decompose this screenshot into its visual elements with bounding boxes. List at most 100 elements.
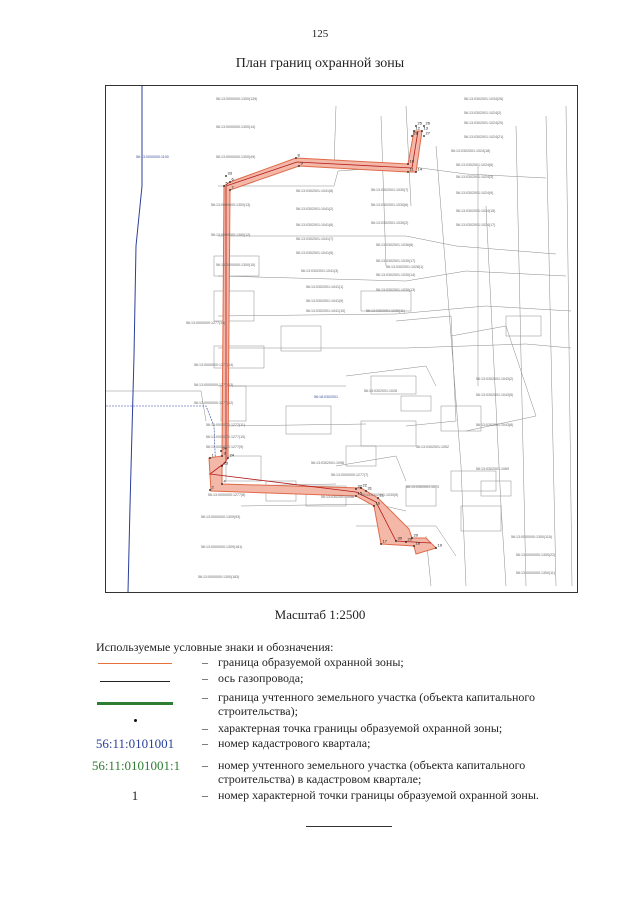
parcel-label: 56:13:0302001:1043(5) xyxy=(476,393,513,397)
point-label: 28 xyxy=(414,131,419,136)
parcel-label: 56:13:0302001:1024(3) xyxy=(456,175,493,179)
parcel-label: 56:13:0302001:1041(2) xyxy=(296,207,333,211)
protection-zone xyxy=(208,125,437,555)
point-label: 5 xyxy=(226,181,229,186)
parcel-boundary xyxy=(345,365,437,387)
characteristic-point xyxy=(415,171,417,173)
parcel-outline xyxy=(213,290,255,322)
footer-rule xyxy=(306,826,392,827)
parcel-outline xyxy=(480,480,512,497)
point-number-sample: 1 xyxy=(131,788,139,803)
characteristic-point xyxy=(209,489,211,491)
parcel-label: 56:13:0302001:1098 xyxy=(311,461,344,465)
parcel-label: 56:13:0000000:1300(115) xyxy=(511,535,552,539)
black-line-icon xyxy=(92,681,178,682)
point-label: 32 xyxy=(358,484,363,489)
point-label: 33 xyxy=(228,171,233,176)
parcel-label: 56:13:0000000:1300(14) xyxy=(216,125,255,129)
point-label: 30 xyxy=(398,536,403,541)
parcel-outline xyxy=(285,405,332,435)
parcel-outline xyxy=(370,375,417,395)
parcel-label: 56:13:0000000:1300(139) xyxy=(216,97,257,101)
parcel-outline xyxy=(360,420,417,447)
characteristic-point xyxy=(355,495,357,497)
characteristic-point xyxy=(407,163,409,165)
parcel-label: 56:13:0000000:1300(49) xyxy=(216,155,255,159)
parcel-boundary xyxy=(225,423,367,427)
parcel-boundary xyxy=(380,115,387,267)
point-label: 19 xyxy=(438,543,443,548)
parcel-label: 56:13:0000000:1277(11) xyxy=(206,423,245,427)
characteristic-point xyxy=(229,189,231,191)
parcel-boundaries xyxy=(106,105,573,587)
parcel-outline xyxy=(440,405,482,432)
parcel-number-sample: 56:11:0101001:1 xyxy=(91,758,181,773)
parcel-boundary xyxy=(106,390,207,422)
characteristic-point xyxy=(413,130,415,132)
characteristic-point xyxy=(355,488,357,490)
parcel-label: 56:13:0000000:1277(12) xyxy=(194,401,233,405)
parcel-outline xyxy=(400,395,432,412)
point-label: 10 xyxy=(410,159,415,164)
parcel-label: 56:13:0302001:1041(1) xyxy=(306,285,343,289)
point-icon xyxy=(92,719,178,722)
parcel-label: 56:13:0302001:1030(2) xyxy=(371,221,408,225)
parcel-boundary xyxy=(565,105,573,587)
legend-dash: – xyxy=(202,671,208,685)
parcel-boundary xyxy=(450,325,537,432)
characteristic-point xyxy=(298,165,300,167)
parcel-label: 56:13:0302001:1041(8) xyxy=(296,189,333,193)
characteristic-point xyxy=(411,537,413,539)
parcel-label: 56:13:0302001:1030(13) xyxy=(376,288,415,292)
parcel-boundary xyxy=(218,235,557,255)
characteristic-point xyxy=(405,541,407,543)
parcel-label: 56:13:0302001:1024(21) xyxy=(464,135,503,139)
characteristic-point xyxy=(227,457,229,459)
parcel-label: 56:13:0302001:1030(7) xyxy=(371,188,408,192)
parcel-label: 56:13:0302001:1073 xyxy=(406,485,439,489)
legend-dash: – xyxy=(202,758,208,772)
parcel-label: 56:13:0302001:1024(15) xyxy=(456,209,495,213)
characteristic-point xyxy=(380,543,382,545)
point-label: 13 xyxy=(424,126,429,131)
parcel-label: 56:13:0302001:1041(3) xyxy=(301,269,338,273)
characteristic-point xyxy=(377,497,379,499)
parcel-label: 56:13:0302001:1030(17) xyxy=(376,259,415,263)
legend-text: номер учтенного земельного участка (объе… xyxy=(218,758,526,786)
legend-text: граница учтенного земельного участка (об… xyxy=(218,690,536,718)
point-label: 23 xyxy=(224,461,229,466)
characteristic-point xyxy=(209,457,211,459)
parcel-label: 56:13:0302001:1069 xyxy=(476,467,509,471)
legend-text: ось газопровода; xyxy=(218,671,304,685)
characteristic-point xyxy=(221,455,223,457)
point-label: 18 xyxy=(416,541,421,546)
parcel-label: 56:13:0000000:1300(13) xyxy=(211,203,250,207)
characteristic-point xyxy=(221,465,223,467)
point-label: 16 xyxy=(376,501,381,506)
point-label: 8 xyxy=(298,153,301,158)
characteristic-point xyxy=(407,171,409,173)
gas-axis-line xyxy=(208,130,432,544)
characteristic-point xyxy=(395,540,397,542)
point-label: 26 xyxy=(426,121,431,126)
parcel-label: 56:13:0000000:1277(9) xyxy=(206,445,243,449)
characteristic-point xyxy=(415,125,417,127)
parcel-outline xyxy=(345,445,377,467)
parcel-label: 56:13:0302001:1041(5) xyxy=(296,251,333,255)
parcel-boundary xyxy=(395,315,457,427)
parcel-boundary xyxy=(405,105,412,207)
quarter-label: 56:18:0302001 xyxy=(314,395,338,399)
point-label: 6 xyxy=(232,177,235,182)
characteristic-point xyxy=(365,490,367,492)
parcel-label: 56:13:0302001:1024(9) xyxy=(456,191,493,195)
point-label: 3 xyxy=(224,451,227,456)
parcel-label: 56:13:0302001:1041(10) xyxy=(306,309,345,313)
parcel-label: 56:13:0302001:1024(17) xyxy=(456,223,495,227)
parcel-label: 56:13:0302001:1030(5) xyxy=(361,493,398,497)
parcel-outline xyxy=(225,455,262,482)
parcel-outline xyxy=(213,345,265,369)
map-scale: Масштаб 1:2500 xyxy=(274,607,366,622)
point-label: 7 xyxy=(232,185,235,190)
parcel-label: 56:13:0000000:1277(13) xyxy=(194,383,233,387)
